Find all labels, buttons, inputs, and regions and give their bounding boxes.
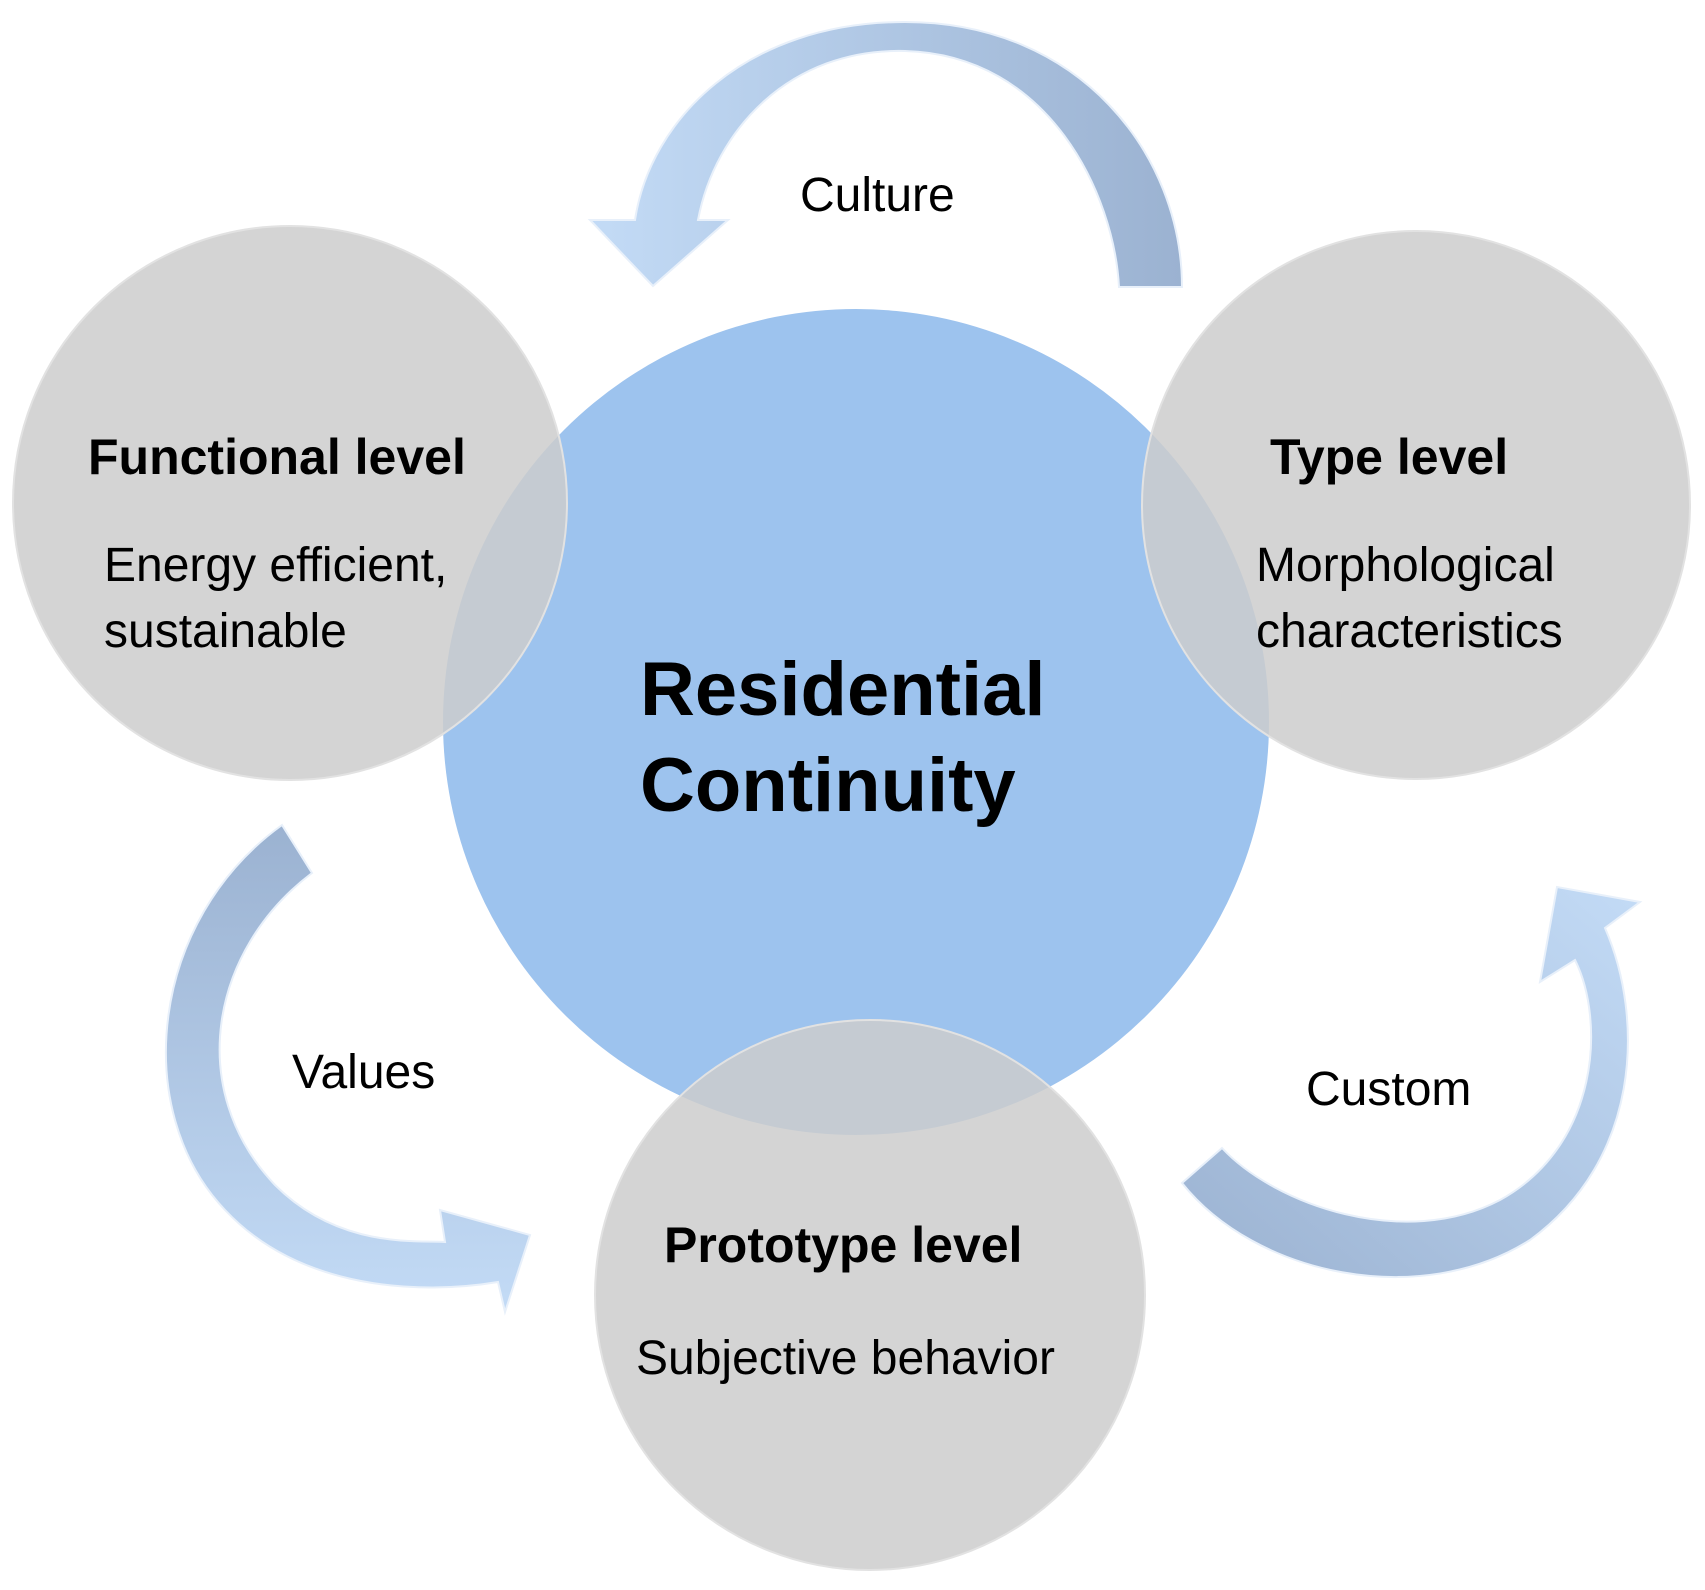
- functional-level-circle: [13, 226, 567, 780]
- center-title-line2: Continuity: [640, 743, 1016, 828]
- culture-label: Culture: [800, 169, 955, 222]
- values-arrow: [165, 823, 532, 1316]
- prototype-level-circle: [595, 1020, 1145, 1570]
- type-level-rim: [1141, 230, 1691, 780]
- functional-level-desc-line2: sustainable: [104, 605, 347, 658]
- type-level-desc: Morphological characteristics: [1256, 533, 1563, 665]
- functional-level-desc-line1: Energy efficient,: [104, 539, 448, 592]
- center-title-line1: Residential: [640, 647, 1046, 732]
- prototype-level-desc: Subjective behavior: [636, 1326, 1055, 1392]
- functional-level-desc: Energy efficient, sustainable: [104, 533, 447, 665]
- prototype-level-rim: [594, 1019, 1146, 1571]
- custom-arrow: [1180, 885, 1643, 1278]
- prototype-level-title: Prototype level: [664, 1217, 1023, 1273]
- values-label: Values: [292, 1046, 436, 1099]
- prototype-level-desc-line1: Subjective behavior: [636, 1332, 1055, 1385]
- center-title: Residential Continuity: [640, 642, 1045, 834]
- custom-label: Custom: [1306, 1063, 1472, 1116]
- functional-level-rim: [12, 225, 568, 781]
- culture-arrow: [587, 20, 1184, 288]
- center-circle: [443, 309, 1269, 1135]
- type-level-desc-line2: characteristics: [1256, 605, 1563, 658]
- functional-level-title: Functional level: [88, 429, 466, 485]
- type-level-desc-line1: Morphological: [1256, 539, 1555, 592]
- type-level-circle: [1142, 231, 1690, 779]
- type-level-title: Type level: [1270, 429, 1509, 485]
